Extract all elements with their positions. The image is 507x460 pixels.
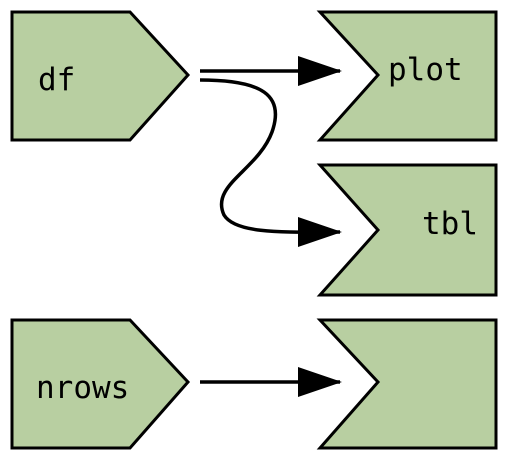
input-node-df: df xyxy=(10,10,191,142)
output-node-plot-label: plot xyxy=(388,52,463,88)
edge-df-to-tbl xyxy=(199,78,342,248)
output-node-tbl: tbl xyxy=(316,163,498,297)
input-node-nrows: nrows xyxy=(10,318,191,450)
output-node-third xyxy=(316,318,498,450)
output-node-third-shape xyxy=(316,318,498,450)
input-node-nrows-shape xyxy=(10,318,191,450)
output-node-plot: plot xyxy=(316,10,498,142)
output-node-tbl-shape xyxy=(316,163,498,297)
input-node-df-shape xyxy=(10,10,191,142)
input-node-df-label: df xyxy=(38,62,75,98)
input-node-nrows-label: nrows xyxy=(36,370,129,406)
output-node-tbl-label: tbl xyxy=(422,206,478,242)
output-node-plot-shape xyxy=(316,10,498,142)
